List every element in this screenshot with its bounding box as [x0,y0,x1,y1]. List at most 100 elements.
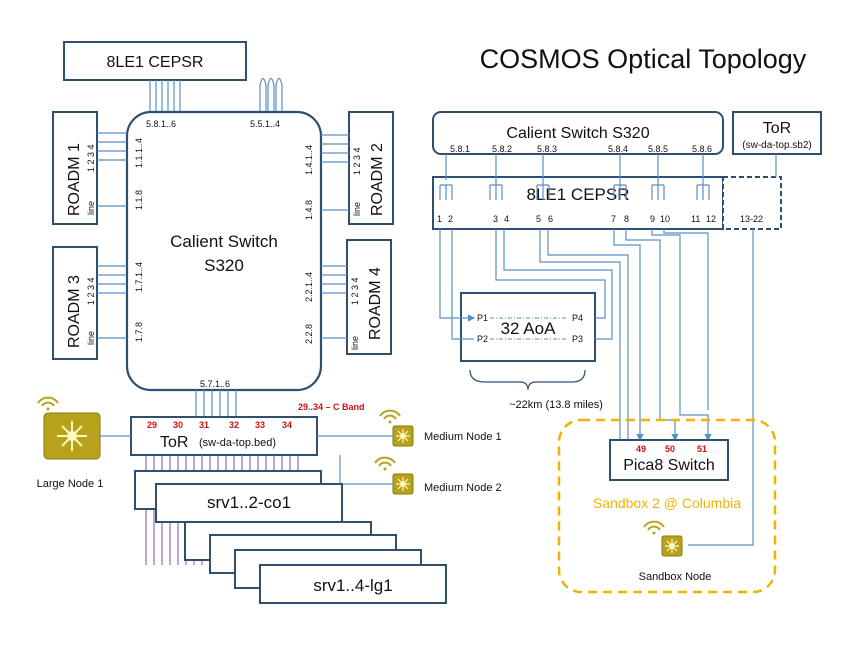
port-label: 1.7.1..4 [134,262,144,292]
tor-port-29: 29 [147,420,157,430]
cepsr-port: 1 [437,214,442,224]
right-calient-label: Calient Switch S320 [506,125,649,142]
calient-port-label: 5.8.2 [492,144,512,154]
port-label: 1.1.1..4 [134,138,144,168]
cepsr-port: 9 [650,214,655,224]
roadm-port-nums: 1 2 3 4 [350,277,360,305]
right-cepsr-extension [722,176,782,230]
aoa-p1: P1 [477,313,488,323]
cepsr-port: 4 [504,214,509,224]
aoa-p3: P3 [572,334,583,344]
aoa-box [460,292,596,362]
cepsr-port: 3 [493,214,498,224]
cepsr-range-label: 13-22 [740,214,763,224]
cepsr-port-labels: 1 2 3 4 5 6 7 8 9 10 11 12 [437,214,716,224]
cepsr-port: 7 [611,214,616,224]
cepsr-port: 2 [448,214,453,224]
aoa-p4: P4 [572,313,583,323]
left-calient-switch [125,110,323,392]
roadm-4-box [346,239,392,355]
medium-node-1-label: Medium Node 1 [424,431,502,443]
tor-port-30: 30 [173,420,183,430]
roadm-3-box [52,246,98,360]
roadm-1-box [52,111,98,225]
left-calient-label-2: S320 [204,256,244,275]
right-tor-sub: (sw-da-top.sb2) [742,140,811,151]
calient-port-label: 5.8.6 [692,144,712,154]
server-box-front [259,564,447,604]
port-label: 2.2.1..4 [304,272,314,302]
roadm-port-nums: 1 2 3 4 [352,147,362,175]
cepsr-port: 8 [624,214,629,224]
pica8-switch-box [609,439,729,481]
pica-port-50: 50 [665,444,675,454]
calient-port-labels: 5.8.1 5.8.2 5.8.3 5.8.4 5.8.5 5.8.6 [450,144,712,154]
roadm-2-box [348,111,394,225]
right-cepsr-label: 8LE1 CEPSR [527,185,630,204]
cepsr-port: 6 [548,214,553,224]
port-label: 1.4.8 [304,200,314,220]
right-cepsr-box [432,176,724,230]
medium-node-2-label: Medium Node 2 [424,482,502,494]
sandbox-title: Sandbox 2 @ Columbia [593,495,741,511]
right-tor-box [732,111,822,155]
pica-port-51: 51 [697,444,707,454]
port-label: 5.5.1..4 [250,119,280,129]
roadm-2-label: ROADM 2 [369,143,386,216]
distance-brace [469,369,586,391]
port-label: 5.7.1..6 [200,379,230,389]
port-label: 1.7.8 [134,322,144,342]
port-label: 5.8.1..6 [146,119,176,129]
right-calient-box [432,111,724,155]
left-cepsr-label: 8LE1 CEPSR [107,54,204,71]
port-label: 1.4.1..4 [304,145,314,175]
roadm-1-label: ROADM 1 [66,143,83,216]
medium-node-2-icon [392,473,414,495]
server-box-front [155,483,343,523]
calient-port-label: 5.8.5 [648,144,668,154]
roadm-3-label: ROADM 3 [66,275,83,348]
left-cepsr-box [63,41,247,81]
roadm-port-nums: 1 2 3 4 [86,277,96,305]
calient-port-label: 5.8.3 [537,144,557,154]
sandbox-node-label: Sandbox Node [639,571,712,583]
tor-port-numbers: 29 30 31 32 33 34 [147,420,292,430]
tor-port-33: 33 [255,420,265,430]
aoa-p2: P2 [477,334,488,344]
calient-port-label: 5.8.1 [450,144,470,154]
calient-cepsr-links [439,154,777,200]
cepsr-to-switch-wires [149,80,181,112]
roadm-line-label: line [352,202,362,216]
medium-node-1-icon [392,425,414,447]
tor-port-31: 31 [199,420,209,430]
calient-port-label: 5.8.4 [608,144,628,154]
roadm-4-label: ROADM 4 [367,267,384,340]
left-tor-sub: (sw-da-top.bed) [199,437,276,449]
sandbox-node-icon [661,535,683,557]
cepsr-port: 5 [536,214,541,224]
pica-port-49: 49 [636,444,646,454]
port-label: 1.1.8 [134,190,144,210]
roadm-line-label: line [350,336,360,350]
large-node-label: Large Node 1 [37,478,104,490]
port-label: 2.2.8 [304,324,314,344]
server-bottom-label: srv1..4-lg1 [313,576,392,595]
distance-label: ~22km (13.8 miles) [509,399,603,411]
left-calient-label-1: Calient Switch [170,232,278,251]
cepsr-port: 12 [706,214,716,224]
sandbox-region [557,418,777,594]
loopback-wires [259,77,283,112]
roadm-port-nums: 1 2 3 4 [86,144,96,172]
roadm-line-label: line [86,331,96,345]
aoa-label: 32 AoA [501,319,556,338]
left-tor-label: ToR [160,434,188,451]
cepsr-port: 11 [691,214,700,224]
server-top-label: srv1..2-co1 [207,493,291,512]
pica8-label: Pica8 Switch [623,457,715,474]
tor-port-34: 34 [282,420,292,430]
roadm-line-label: line [86,201,96,215]
tor-port-32: 32 [229,420,239,430]
c-band-label: 29..34 – C Band [298,402,365,412]
right-tor-label: ToR [763,120,791,137]
